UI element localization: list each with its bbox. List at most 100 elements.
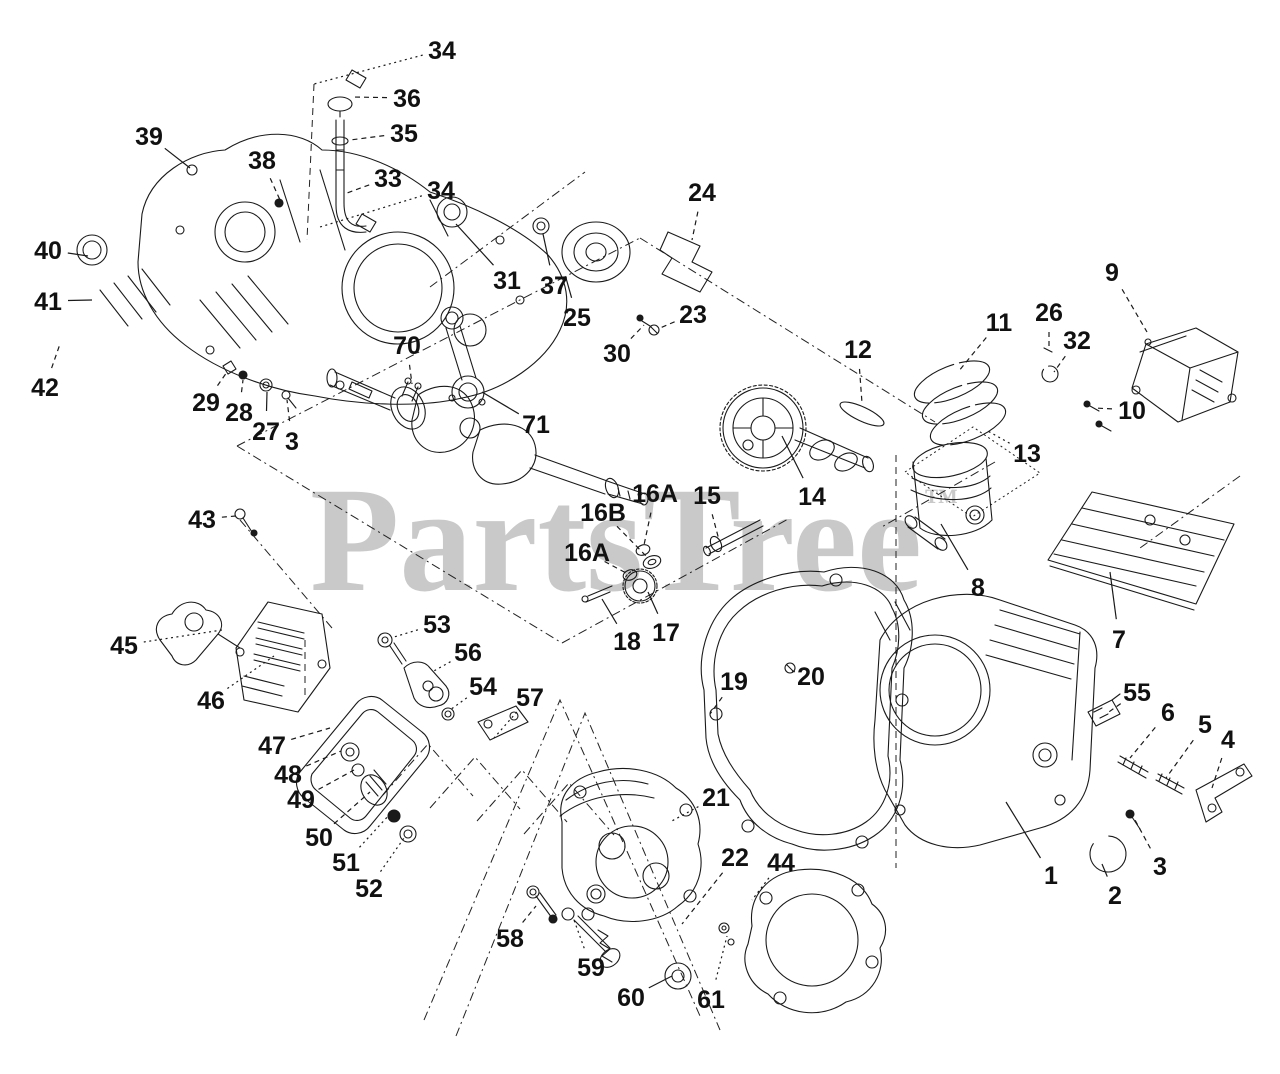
callout-53: 53 <box>423 611 451 639</box>
callout-7: 7 <box>1112 626 1126 654</box>
valve-washer <box>561 907 575 921</box>
leader-16B <box>616 525 649 559</box>
callout-42: 42 <box>31 374 59 402</box>
callout-29: 29 <box>192 389 220 417</box>
callout-4: 4 <box>1221 726 1235 754</box>
camshaft <box>719 384 874 473</box>
leader-21 <box>669 806 699 823</box>
callout-58: 58 <box>496 925 524 953</box>
callout-15: 15 <box>693 482 721 510</box>
watermark-tm-symbol: ™ <box>924 483 958 520</box>
case-bolt <box>274 198 284 208</box>
rocker-arm <box>403 661 450 709</box>
callout-35: 35 <box>390 120 418 148</box>
callout-52: 52 <box>355 875 383 903</box>
callout-12: 12 <box>844 336 872 364</box>
callout-49: 49 <box>287 786 315 814</box>
oil-seal <box>76 234 108 266</box>
leader-3-left <box>286 399 291 422</box>
breather-grommet <box>186 164 198 176</box>
callout-54: 54 <box>469 673 497 701</box>
callout-47: 47 <box>258 732 286 760</box>
callout-37: 37 <box>540 272 568 300</box>
leader-24 <box>691 211 699 241</box>
callout-16A-2: 16A <box>564 539 610 567</box>
callout-5: 5 <box>1198 711 1212 739</box>
c-clip <box>1089 835 1127 873</box>
tube-clip-lower <box>355 213 377 233</box>
callout-60: 60 <box>617 984 645 1012</box>
callout-22: 22 <box>721 844 749 872</box>
callout-10: 10 <box>1118 397 1146 425</box>
tube-clip-upper <box>345 69 367 89</box>
callout-33: 33 <box>374 165 402 193</box>
head-gasket <box>744 868 887 1014</box>
engine-line-art <box>76 69 1253 1014</box>
callout-55: 55 <box>1123 679 1151 707</box>
leader-2 <box>1101 863 1108 877</box>
leader-16A-2 <box>604 560 629 575</box>
leader-40 <box>67 252 89 257</box>
leader-37 <box>542 233 551 266</box>
leader-11 <box>957 337 987 373</box>
leader-20 <box>791 670 796 673</box>
cylinder-block <box>873 593 1253 873</box>
leader-33 <box>346 184 370 194</box>
valve-stem <box>573 915 611 953</box>
leader-43 <box>221 515 237 518</box>
callout-56: 56 <box>454 639 482 667</box>
leader-23 <box>659 321 675 329</box>
callout-39: 39 <box>135 123 163 151</box>
leader-16A-1 <box>643 512 652 546</box>
bracket <box>659 231 713 293</box>
watermark: PartsTree ™ <box>310 457 958 623</box>
callout-13: 13 <box>1013 440 1041 468</box>
leader-36 <box>351 96 388 99</box>
callout-46: 46 <box>197 687 225 715</box>
rocker-hardware <box>377 632 529 741</box>
leader-41 <box>67 299 93 302</box>
leader-46 <box>227 655 275 689</box>
leader-38 <box>269 177 281 201</box>
leader-49 <box>318 769 355 790</box>
callout-40: 40 <box>34 237 62 265</box>
leader-60 <box>648 975 673 989</box>
shaft-15 <box>705 519 764 555</box>
leader-70 <box>408 364 413 385</box>
leader-32 <box>1053 355 1066 373</box>
leader-51 <box>359 813 391 848</box>
callout-25: 25 <box>563 304 591 332</box>
callout-26: 26 <box>1035 299 1063 327</box>
leader-57 <box>493 711 518 739</box>
callout-36: 36 <box>393 85 421 113</box>
leader-56 <box>431 661 451 673</box>
leader-55 <box>1105 703 1122 715</box>
cylinder-head-right <box>1047 491 1235 611</box>
leader-27 <box>265 391 268 412</box>
callout-41: 41 <box>34 288 62 316</box>
leader-44 <box>751 877 770 901</box>
valve-cover-right <box>1131 327 1239 423</box>
leader-12 <box>858 368 863 404</box>
leader-5 <box>1165 739 1194 779</box>
bracket-4 <box>1195 763 1253 823</box>
callout-3-right: 3 <box>1153 853 1167 881</box>
retainer-pin <box>1043 347 1053 353</box>
valve-seal <box>718 922 730 934</box>
leader-13 <box>985 429 1010 444</box>
callout-57: 57 <box>516 684 544 712</box>
leader-34-mid <box>319 195 423 228</box>
leader-42 <box>51 343 61 369</box>
leader-1 <box>1005 801 1042 859</box>
leader-35 <box>349 135 385 141</box>
callout-16B: 16B <box>580 499 626 527</box>
callout-8: 8 <box>971 574 985 602</box>
callout-27: 27 <box>252 418 280 446</box>
leader-30 <box>630 324 645 340</box>
callout-30: 30 <box>603 340 631 368</box>
callout-34-top: 34 <box>428 37 456 65</box>
callout-1: 1 <box>1044 862 1058 890</box>
leader-14 <box>781 435 804 479</box>
